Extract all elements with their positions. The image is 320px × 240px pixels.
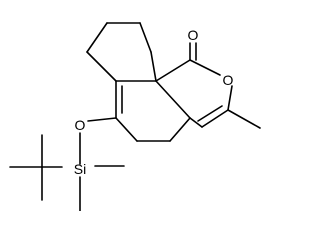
bond xyxy=(87,117,117,122)
bond xyxy=(86,51,117,82)
bond xyxy=(86,22,108,53)
bond xyxy=(227,85,233,111)
ether-oxygen-label: O xyxy=(75,117,86,133)
bond xyxy=(169,117,191,142)
bond xyxy=(189,59,221,76)
bond xyxy=(139,22,152,53)
cyclopentane-ring xyxy=(86,22,157,82)
silicon-label: Si xyxy=(74,161,86,177)
bond xyxy=(189,117,203,128)
bond xyxy=(115,117,138,142)
chemical-structure-diagram: O O O Si xyxy=(9,22,261,211)
bond xyxy=(155,80,191,119)
cyclohexene-ring xyxy=(115,80,191,142)
silyl-ether-group xyxy=(9,117,125,211)
bond xyxy=(155,59,191,82)
carbonyl-oxygen-label: O xyxy=(188,27,199,43)
bond xyxy=(201,109,229,128)
ring-oxygen-label: O xyxy=(223,72,234,88)
pyranone-ring xyxy=(155,42,261,129)
bond xyxy=(227,109,261,129)
double-bond xyxy=(197,105,223,122)
bond xyxy=(150,51,157,82)
